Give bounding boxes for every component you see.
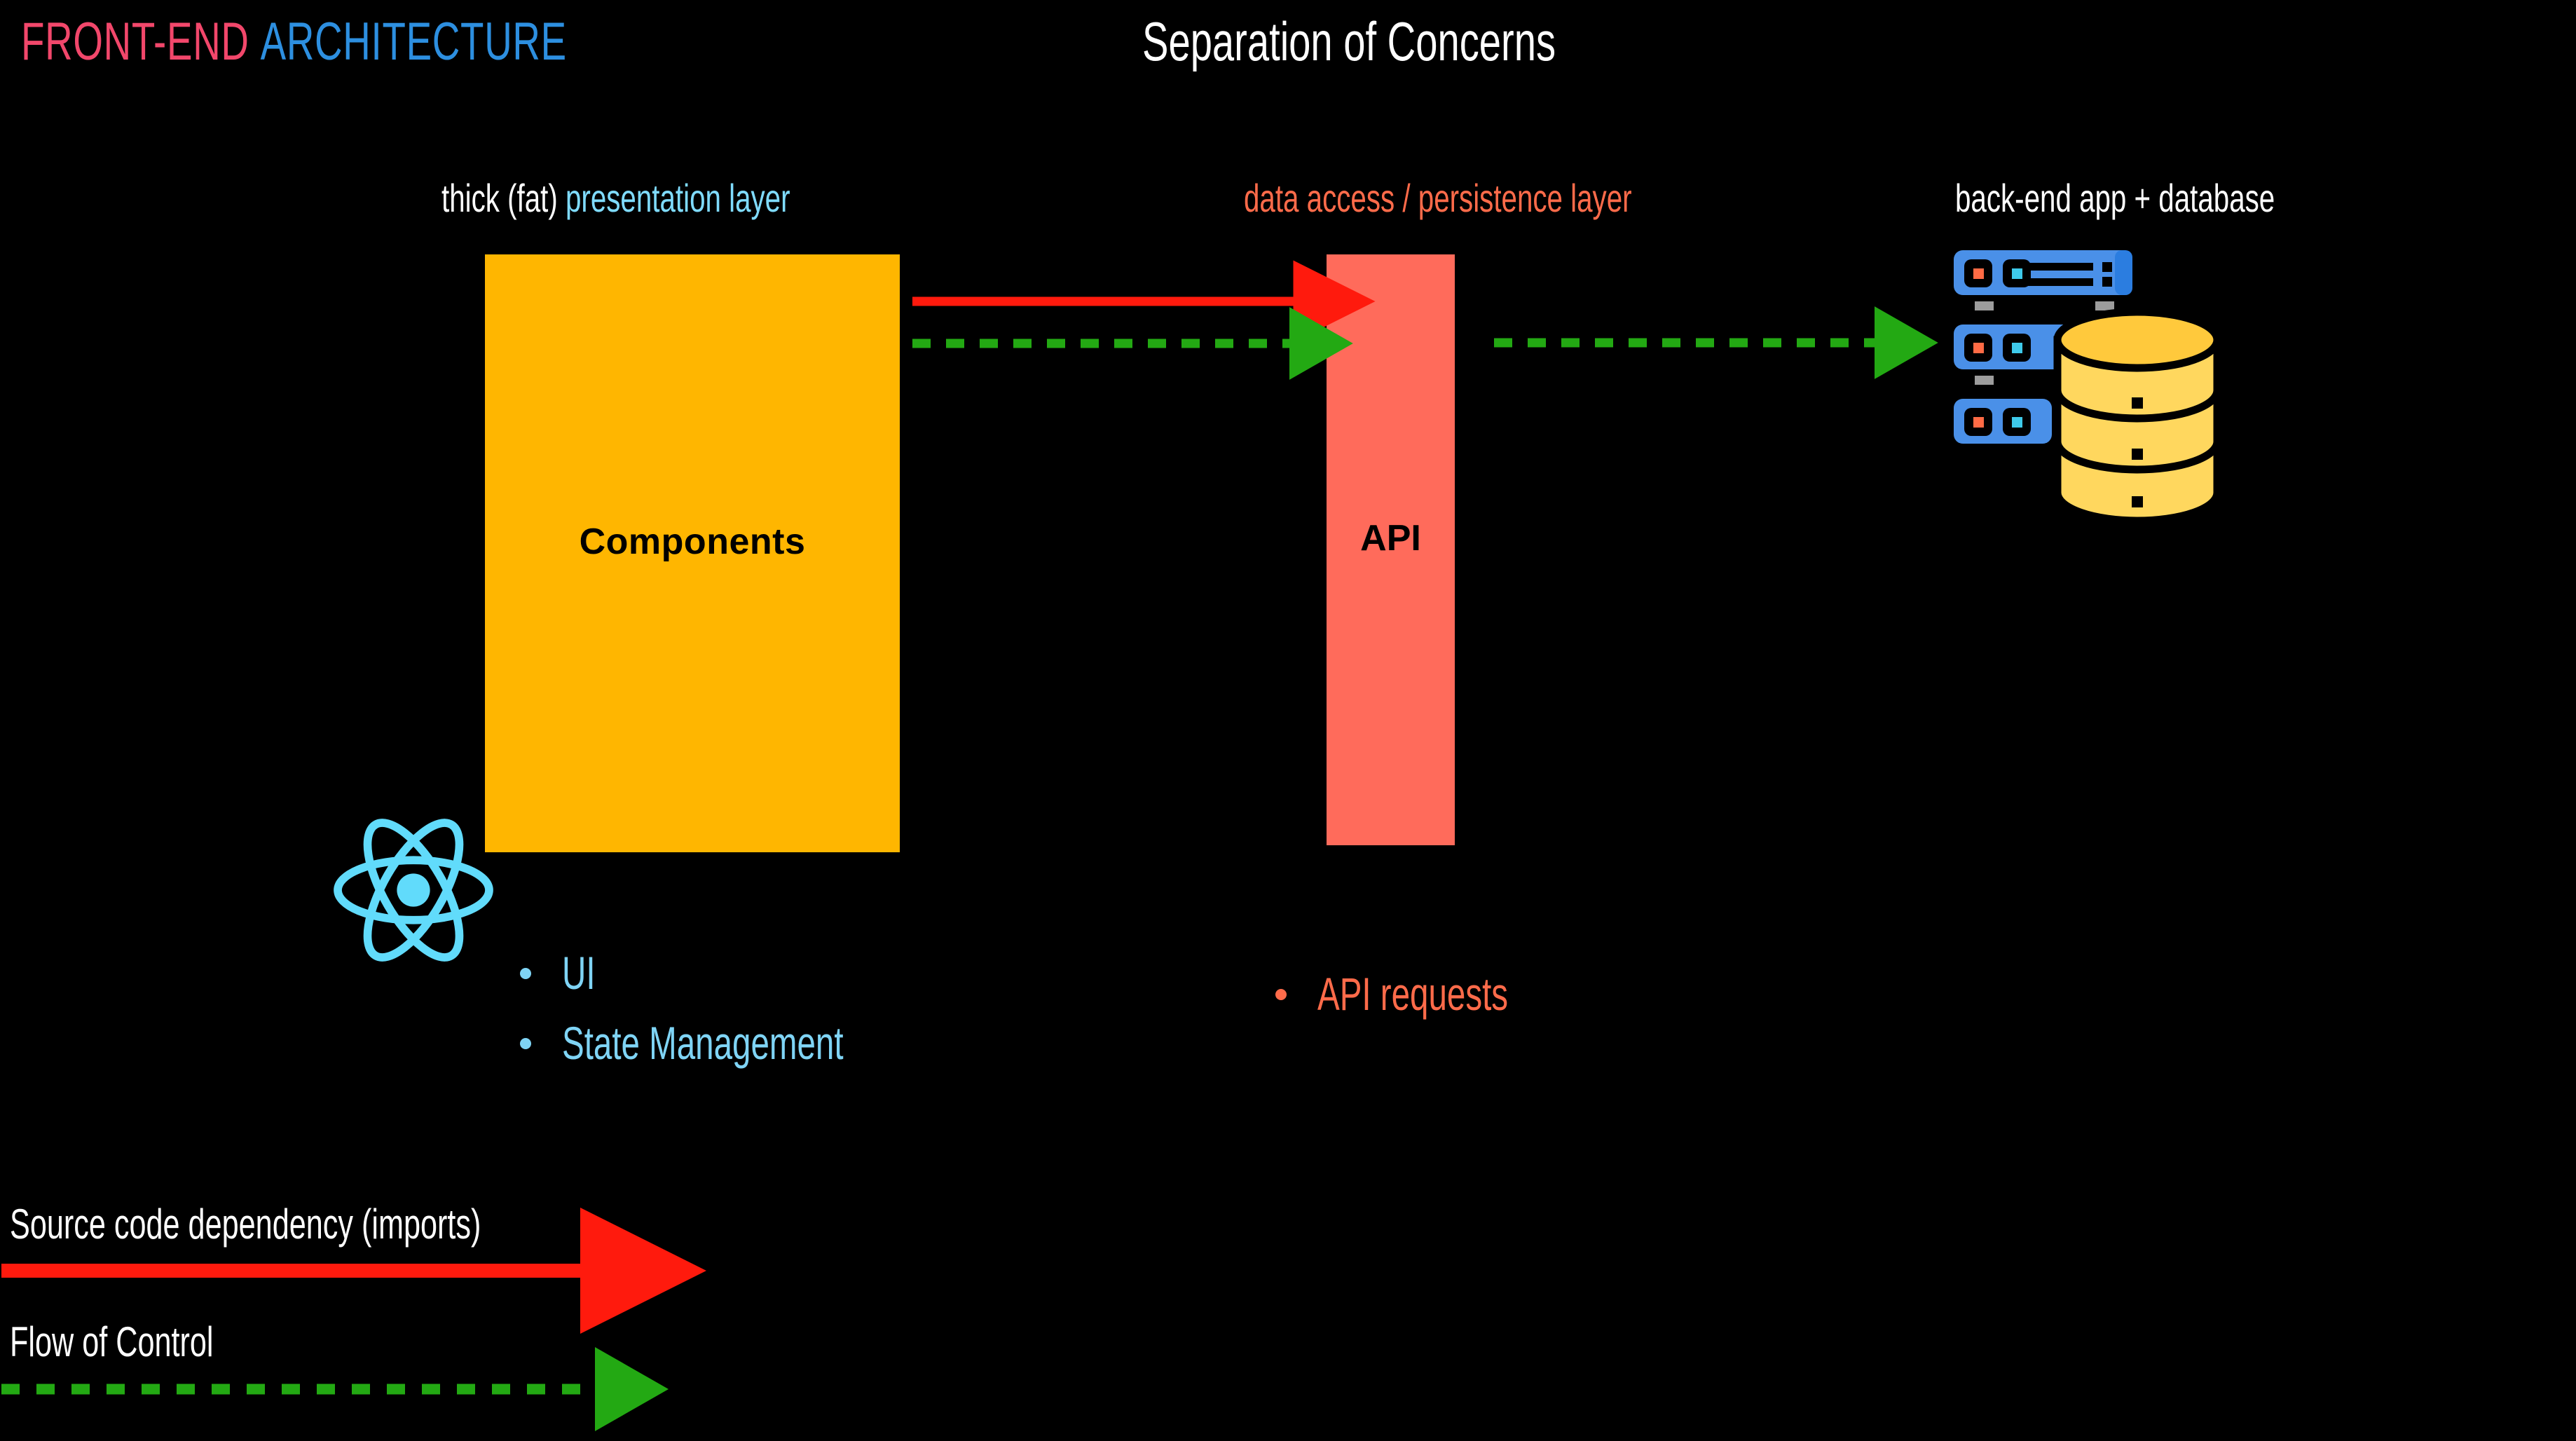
caption-backend: back-end app + database <box>1955 175 2399 221</box>
bullet-dot-icon <box>520 968 531 979</box>
api-box-label: API <box>1360 518 1421 559</box>
deck-title-primary: FRONT-END <box>21 12 249 71</box>
server-rack-icon <box>1954 250 2132 310</box>
presentation-bullet-list: UI State Management <box>520 946 953 1070</box>
deck-title-secondary: ARCHITECTURE <box>260 12 567 71</box>
caption-data-access-layer: data access / persistence layer <box>1244 175 1783 221</box>
bullet-label: API requests <box>1317 968 1509 1020</box>
server-rack-icon <box>1954 399 2052 444</box>
slide-heading-text: Separation of Concerns <box>1142 11 1556 72</box>
list-item: API requests <box>1275 967 1582 1020</box>
list-item: UI <box>520 946 953 999</box>
bullet-dot-icon <box>520 1038 531 1049</box>
list-item: State Management <box>520 1016 953 1070</box>
slide-heading: Separation of Concerns <box>1142 10 1717 74</box>
caption-data-access-text: data access / persistence layer <box>1244 176 1632 220</box>
database-cylinder-icon <box>2053 308 2221 522</box>
deck-title: FRONT-END ARCHITECTURE <box>21 11 779 72</box>
legend-dependency-label: Source code dependency (imports) <box>10 1200 664 1248</box>
components-box-label: Components <box>579 521 806 562</box>
bullet-dot-icon <box>1275 989 1287 1000</box>
caption-presentation-accent: presentation layer <box>565 176 790 220</box>
bullet-label: State Management <box>562 1017 844 1069</box>
data-access-bullet-list: API requests <box>1275 967 1582 1020</box>
legend-flow-text: Flow of Control <box>10 1318 214 1365</box>
components-box: Components <box>485 254 900 852</box>
react-atom-icon <box>334 819 493 962</box>
caption-backend-text: back-end app + database <box>1955 176 2275 220</box>
backend-illustration <box>1954 250 2221 522</box>
api-box: API <box>1327 254 1455 845</box>
bullet-label: UI <box>562 947 596 999</box>
legend-dependency-text: Source code dependency (imports) <box>10 1201 481 1248</box>
caption-presentation-layer: thick (fat) presentation layer <box>441 175 926 221</box>
caption-presentation-prefix: thick (fat) <box>441 176 558 220</box>
legend-flow-label: Flow of Control <box>10 1318 292 1366</box>
